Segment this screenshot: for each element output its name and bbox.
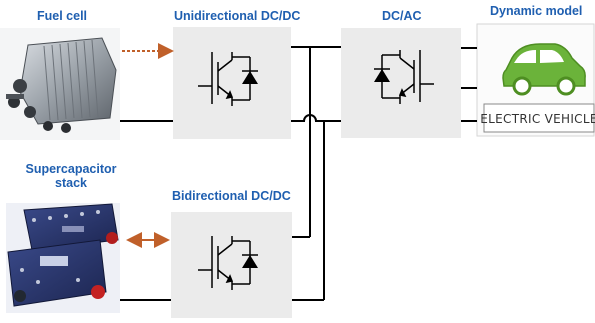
car-image: ELECTRIC VEHICLE <box>476 23 595 137</box>
bidirectional-converter-label: Bidirectional DC/DC <box>172 189 291 203</box>
ev-badge-text: ELECTRIC VEHICLE <box>480 112 595 126</box>
car-wheel-rear-icon <box>556 76 576 96</box>
dynamic-model-label: Dynamic model <box>490 4 583 18</box>
fuel-cell-image <box>0 28 120 140</box>
dcac-label: DC/AC <box>382 9 422 23</box>
supercapacitor-image <box>6 203 120 313</box>
car-wheel-front-icon <box>512 76 532 96</box>
unidirectional-converter-box <box>173 27 291 139</box>
fuel-cell-label: Fuel cell <box>37 9 88 23</box>
dcac-inverter-box <box>341 28 461 138</box>
bidirectional-converter-box <box>171 212 292 318</box>
unidirectional-converter-label: Unidirectional DC/DC <box>174 9 301 23</box>
supercapacitor-label-line1: Supercapacitor <box>25 162 117 176</box>
ev-badge <box>483 103 595 133</box>
wiring <box>120 46 477 301</box>
igbt-diode-symbol-icon <box>198 236 258 290</box>
supercapacitor-label-line2: stack <box>55 176 87 190</box>
supercapacitor-label: Supercapacitor stack <box>16 162 126 190</box>
igbt-diode-symbol-icon <box>198 52 258 106</box>
igbt-diode-symbol-icon <box>374 50 434 104</box>
